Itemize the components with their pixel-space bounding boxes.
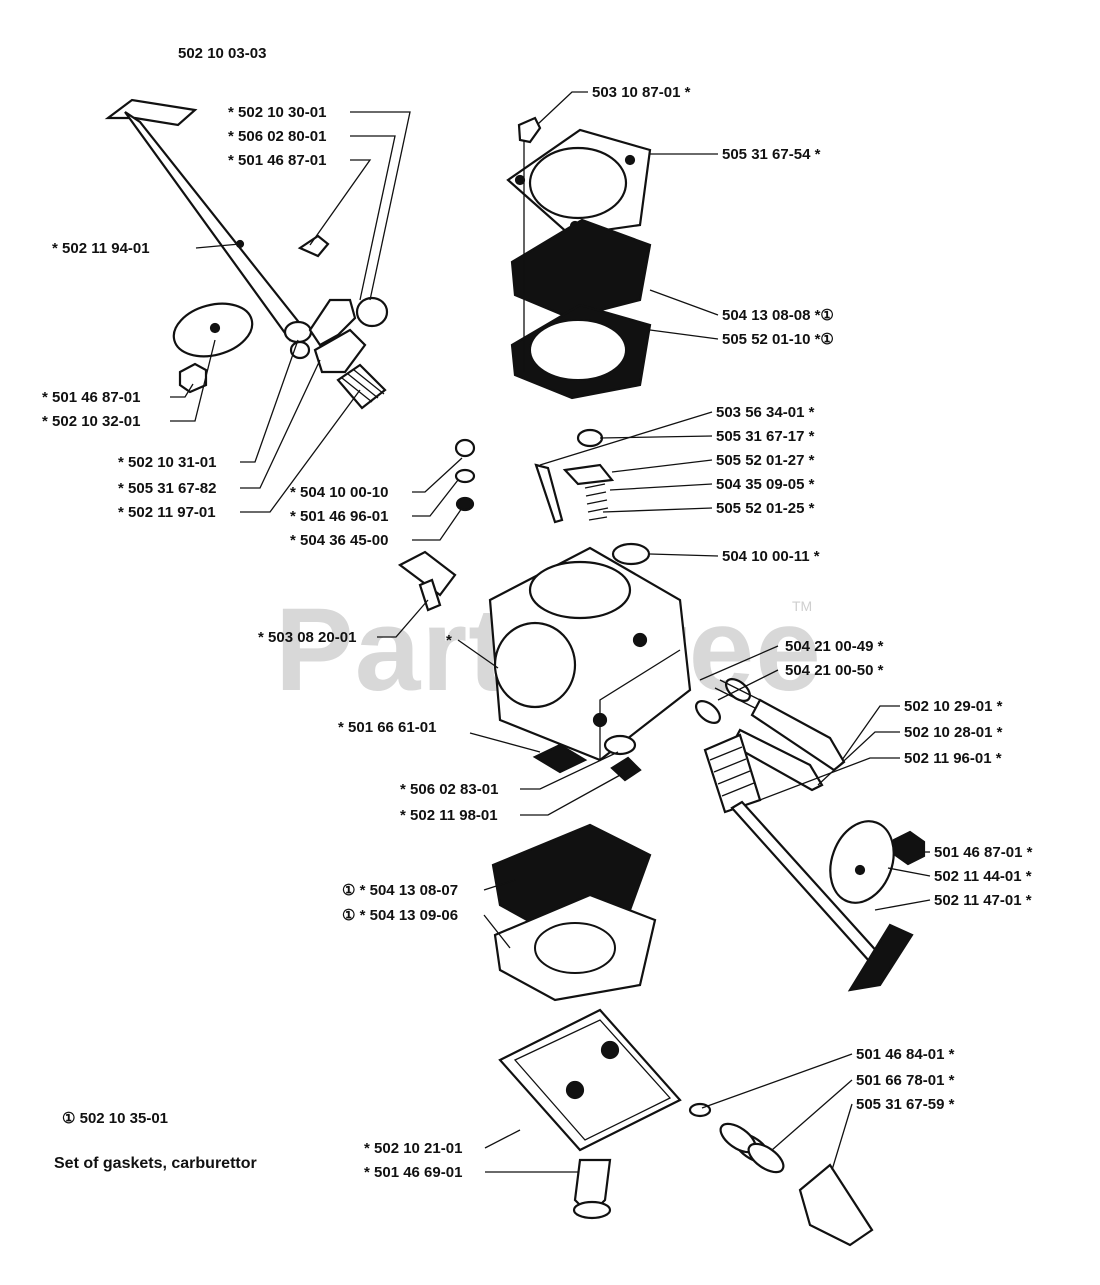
bushing [355, 296, 389, 328]
fuel-fitting [397, 550, 457, 612]
part-drawings [104, 98, 926, 1247]
metering-cover [498, 1008, 682, 1152]
part-label: 501 46 87-01 * [934, 844, 1033, 861]
filter-clip [610, 756, 642, 782]
part-label: 503 10 87-01 * [592, 84, 691, 101]
part-label: 502 11 96-01 * [904, 750, 1002, 767]
part-labels: * 502 10 30-01 * 506 02 80-01 * 501 46 8… [42, 84, 1033, 1181]
part-label: ① * 504 13 08-07 [342, 882, 458, 899]
throttle-lever [308, 298, 357, 347]
part-label: * 506 02 83-01 [400, 781, 498, 798]
part-label: * 502 10 21-01 [364, 1140, 462, 1157]
cover-screw [517, 116, 542, 144]
part-label: 505 31 67-59 * [856, 1096, 955, 1113]
part-label: * 501 46 96-01 [290, 508, 388, 525]
sealing-washer [611, 542, 651, 566]
part-label: 505 52 01-27 * [716, 452, 815, 469]
part-label: 504 13 08-08 *① [722, 307, 834, 324]
pump-diaphragm [510, 218, 652, 320]
part-label: 505 52 01-10 *① [722, 331, 834, 348]
assembly-number: 502 10 03-03 [178, 45, 266, 62]
lever-screw [576, 428, 604, 448]
choke-lever [847, 923, 914, 992]
part-label: * 501 46 69-01 [364, 1164, 462, 1181]
part-label: ① * 504 13 09-06 [342, 907, 458, 924]
part-label: 505 31 67-17 * [716, 428, 815, 445]
part-label: 505 31 67-54 * [722, 146, 821, 163]
kit-number: ① 502 10 35-01 [62, 1110, 168, 1127]
part-label: * [446, 632, 452, 649]
part-label: 502 11 44-01 * [934, 868, 1032, 885]
plate-screw [178, 362, 208, 394]
part-label: * 502 11 98-01 [400, 807, 498, 824]
part-label: 501 46 84-01 * [856, 1046, 955, 1063]
part-label: 502 11 47-01 * [934, 892, 1032, 909]
part-label: 503 56 34-01 * [716, 404, 815, 421]
part-label: 504 10 00-11 * [722, 548, 820, 565]
part-label: * 501 46 87-01 [228, 152, 326, 169]
washer-b [454, 468, 476, 484]
inlet-needle [534, 463, 564, 524]
pump-cover [506, 128, 652, 237]
choke-plate [829, 820, 895, 904]
lever-arm [313, 328, 367, 374]
washer-c [455, 496, 475, 512]
part-label: * 502 10 32-01 [42, 413, 140, 430]
part-label: 504 35 09-05 * [716, 476, 815, 493]
choke-screw [892, 830, 926, 866]
part-label: 504 21 00-49 * [785, 638, 884, 655]
kit-caption: Set of gaskets, carburettor [54, 1155, 257, 1172]
part-label: * 502 10 31-01 [118, 454, 216, 471]
part-label: 502 10 29-01 * [904, 698, 1003, 715]
part-label: 505 52 01-25 * [716, 500, 815, 517]
part-label: * 505 31 67-82 [118, 480, 216, 497]
washer-a [454, 438, 476, 458]
pump-screw [798, 1163, 874, 1247]
part-label: 502 10 28-01 * [904, 724, 1003, 741]
carburettor-body [488, 546, 692, 762]
part-label: * 502 11 94-01 [52, 240, 150, 257]
part-label: * 502 11 97-01 [118, 504, 216, 521]
part-label: * 504 10 00-10 [290, 484, 388, 501]
part-label: * 501 46 87-01 [42, 389, 140, 406]
part-label: * 503 08 20-01 [258, 629, 356, 646]
part-label: * 501 66 61-01 [338, 719, 436, 736]
valve-spring [719, 1122, 785, 1174]
fuel-screen [532, 743, 588, 774]
control-lever [562, 463, 615, 486]
part-label: * 504 36 45-00 [290, 532, 388, 549]
leader-lines [170, 91, 931, 1173]
part-label: 501 66 78-01 * [856, 1072, 955, 1089]
part-label: * 506 02 80-01 [228, 128, 326, 145]
filter-ring [603, 734, 637, 756]
part-label: * 502 10 30-01 [228, 104, 326, 121]
needle-spring [584, 483, 609, 521]
part-label: 504 21 00-50 * [785, 662, 884, 679]
trademark: TM [792, 598, 812, 614]
